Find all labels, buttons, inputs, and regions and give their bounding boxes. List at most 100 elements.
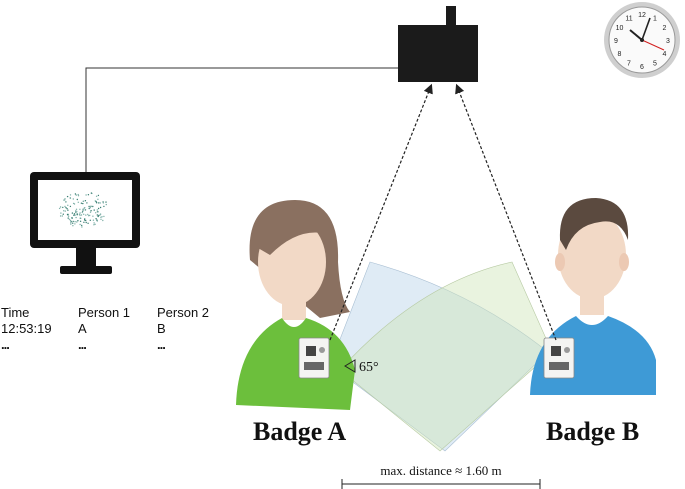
scatter-dot	[80, 202, 83, 204]
clock-numeral: 11	[625, 16, 632, 23]
scatter-dot	[88, 207, 90, 210]
scatter-dot	[103, 215, 105, 218]
scatter-dot	[97, 207, 100, 210]
scatter-dot	[99, 214, 101, 216]
column-person-1: Person 1 A ...	[78, 305, 168, 353]
scatter-dot	[79, 214, 81, 216]
scatter-dot	[90, 192, 93, 194]
person-a	[236, 200, 355, 410]
scatter-dot	[80, 214, 83, 216]
clock-numeral: 12	[638, 12, 646, 19]
clock-numeral: 2	[663, 25, 667, 32]
scatter-dot	[100, 216, 102, 218]
scatter-dot	[101, 216, 103, 218]
scatter-dot	[72, 222, 74, 224]
scatter-dot	[72, 220, 74, 223]
scatter-dot	[67, 209, 69, 211]
receiver-icon	[398, 6, 478, 82]
scatter-dot	[88, 205, 90, 208]
scatter-dot	[70, 220, 72, 223]
scatter-dot	[69, 205, 72, 208]
clock-numeral: 10	[616, 25, 624, 32]
scatter-dot	[79, 208, 81, 210]
scatter-dot	[79, 223, 81, 226]
scatter-dot	[87, 222, 89, 224]
scatter-dot	[73, 213, 76, 215]
clock-numeral: 8	[618, 51, 622, 58]
scatter-dot	[83, 221, 85, 223]
scatter-dot	[77, 193, 79, 196]
scatter-dot	[75, 194, 78, 196]
cable-line	[85, 67, 398, 178]
scatter-dot	[82, 200, 84, 202]
scatter-dot	[75, 216, 77, 219]
scatter-dot	[81, 224, 83, 227]
scatter-dot	[89, 219, 92, 221]
scatter-dot	[92, 219, 95, 221]
scatter-dot	[81, 226, 83, 228]
scatter-dot	[70, 223, 72, 225]
scatter-dot	[97, 211, 99, 213]
signal-arrow-b	[455, 83, 557, 341]
scatter-dot	[103, 205, 105, 208]
signal-arrow-a	[329, 83, 433, 341]
badge-a-label: Badge A	[253, 417, 346, 446]
scatter-dot	[84, 207, 86, 209]
scatter-dot	[102, 219, 104, 222]
scatter-dot	[62, 206, 64, 209]
scatter-dot	[83, 213, 85, 215]
scatter-dot	[76, 221, 78, 223]
scatter-dot	[87, 194, 90, 196]
scatter-dot	[67, 215, 70, 217]
scatter-dot	[77, 201, 80, 203]
scatter-dot	[99, 206, 102, 209]
scatter-dot	[98, 214, 100, 217]
badge-a-device	[298, 337, 330, 379]
scatter-dot	[69, 197, 72, 199]
scatter-dot	[84, 209, 87, 211]
scatter-dot	[66, 195, 69, 198]
scatter-dot	[63, 210, 65, 212]
scatter-dot	[77, 220, 79, 222]
scatter-dot	[74, 193, 77, 195]
scatter-dot	[95, 218, 97, 220]
clock-numeral: 3	[666, 38, 670, 45]
scatter-dot	[65, 201, 67, 203]
scatter-dot	[83, 219, 86, 221]
scatter-dot	[60, 212, 62, 214]
scatter-dot	[90, 205, 92, 207]
scatter-dot	[85, 221, 87, 224]
scatter-dot	[69, 194, 72, 196]
scatter-dot	[90, 210, 92, 212]
scatter-dot	[95, 212, 97, 214]
scatter-dot	[69, 219, 72, 222]
scatter-dot	[89, 207, 92, 209]
scatter-dot	[67, 204, 69, 206]
badge-b-device	[543, 337, 575, 379]
clock-numeral: 4	[663, 51, 667, 58]
column-header: Person 1	[78, 305, 131, 320]
column-value: B	[157, 321, 166, 336]
scatter-dot	[72, 198, 75, 200]
scatter-dot	[81, 211, 84, 214]
scatter-dot	[76, 211, 78, 213]
scatter-dot	[93, 222, 95, 224]
clock-numeral: 7	[627, 61, 631, 68]
scatter-dot	[64, 205, 66, 208]
scatter-dot	[93, 224, 95, 226]
scatter-dot	[74, 214, 76, 217]
scatter-dot	[66, 208, 68, 210]
distance-label: max. distance ≈ 1.60 m	[380, 463, 501, 478]
clock-numeral: 6	[640, 64, 644, 71]
scatter-dot	[59, 215, 62, 217]
scatter-dot	[73, 214, 75, 216]
scatter-dot	[71, 212, 74, 214]
scatter-dot	[70, 222, 72, 224]
scatter-dot	[67, 217, 69, 219]
scatter-dot	[96, 202, 98, 204]
scatter-dot	[100, 218, 102, 220]
monitor-scatter	[58, 192, 108, 228]
scatter-dot	[96, 209, 99, 211]
scatter-dot	[96, 219, 98, 221]
